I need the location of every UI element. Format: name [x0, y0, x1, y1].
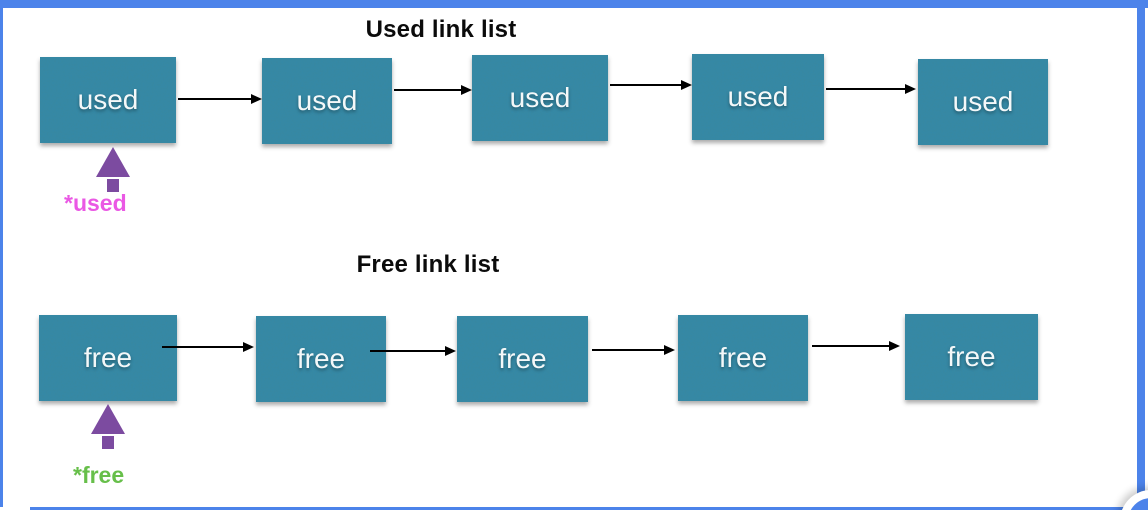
free-node-label: free — [83, 342, 133, 373]
arrow-shaft — [826, 88, 907, 90]
free-pointer-arrow-icon — [91, 404, 125, 434]
used-node: used — [262, 58, 392, 144]
next-arrow — [162, 342, 254, 352]
used-node-label: used — [296, 85, 358, 116]
next-arrow — [826, 84, 916, 94]
used-pointer-label: *used — [64, 190, 127, 216]
window-bottom-border — [30, 507, 1148, 510]
arrow-shaft — [178, 98, 253, 100]
arrow-head-icon — [461, 85, 472, 95]
arrow-shaft — [812, 345, 891, 347]
arrow-shaft — [370, 350, 447, 352]
used-node: used — [692, 54, 824, 140]
free-node-label: free — [498, 343, 547, 374]
free-pointer-arrow-stem — [102, 436, 114, 449]
used-node: used — [472, 55, 608, 141]
corner-floating-button[interactable] — [1120, 490, 1148, 510]
free-node: free — [39, 315, 177, 401]
next-arrow — [370, 346, 456, 356]
arrow-head-icon — [243, 342, 254, 352]
arrow-head-icon — [681, 80, 692, 90]
window-right-border — [1137, 8, 1145, 510]
used-node-label: used — [952, 86, 1014, 117]
window-top-border — [0, 0, 1148, 8]
arrow-shaft — [592, 349, 666, 351]
arrow-head-icon — [905, 84, 916, 94]
arrow-shaft — [394, 89, 463, 91]
arrow-head-icon — [664, 345, 675, 355]
free-node-label: free — [718, 342, 768, 373]
free-node-label: free — [296, 343, 346, 374]
free-pointer-label: *free — [73, 462, 125, 488]
next-arrow — [610, 80, 692, 90]
used-node-label: used — [509, 82, 571, 113]
free-node: free — [678, 315, 808, 401]
arrow-shaft — [610, 84, 683, 86]
next-arrow — [812, 341, 900, 351]
free-node: free — [457, 316, 588, 402]
next-arrow — [178, 94, 262, 104]
arrow-head-icon — [251, 94, 262, 104]
arrow-head-icon — [889, 341, 900, 351]
next-arrow — [394, 85, 472, 95]
window-left-border — [0, 8, 3, 507]
used-node-label: used — [727, 81, 789, 112]
used-list-title: Used link list — [365, 16, 517, 43]
used-node: used — [918, 59, 1048, 145]
free-node: free — [256, 316, 386, 402]
corner-button-fill — [1128, 498, 1148, 510]
arrow-shaft — [162, 346, 245, 348]
used-pointer-arrow-icon — [96, 147, 130, 177]
free-list-title: Free link list — [356, 251, 500, 278]
free-node: free — [905, 314, 1038, 400]
used-node-label: used — [77, 84, 139, 115]
next-arrow — [592, 345, 675, 355]
used-node: used — [40, 57, 176, 143]
arrow-head-icon — [445, 346, 456, 356]
free-node-label: free — [947, 341, 996, 372]
used-pointer-arrow-stem — [107, 179, 119, 192]
